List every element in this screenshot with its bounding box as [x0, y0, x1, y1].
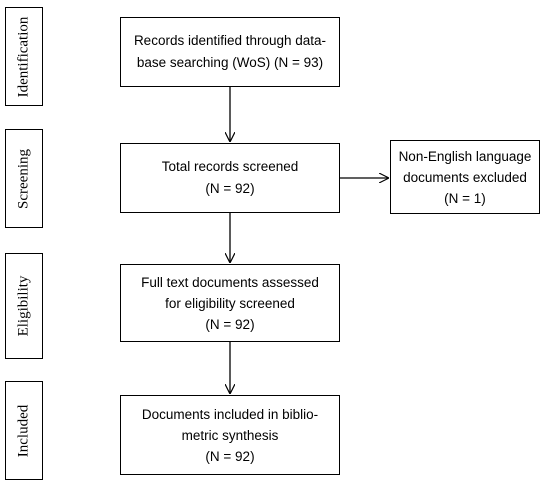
eligibility-line-1: Full text documents assessed: [141, 274, 319, 290]
records-screened-line-2: (N = 92): [205, 181, 255, 196]
stage-screening: Screening: [5, 129, 43, 228]
records-screened-line-1: Total records screened: [161, 159, 299, 174]
records-screened-box: Total records screened (N = 92): [120, 143, 340, 213]
included-line-2: metric synthesis: [181, 427, 279, 443]
included-line-3: (N = 92): [205, 448, 255, 464]
excluded-line-2: documents excluded: [403, 169, 527, 185]
eligibility-line-2: for eligibility screened: [165, 295, 295, 311]
included-line-1: Documents included in biblio-: [141, 406, 319, 422]
excluded-line-1: Non-English language: [398, 148, 532, 164]
records-identified-box: Records identified through data- base se…: [120, 17, 340, 87]
records-identified-line-2: base searching (WoS) (N = 93): [136, 55, 324, 70]
eligibility-box: Full text documents assessed for eligibi…: [120, 264, 340, 342]
stage-eligibility: Eligibility: [5, 253, 43, 359]
stage-included: Included: [5, 381, 43, 480]
stage-identification: Identification: [5, 7, 43, 106]
excluded-box: Non-English language documents excluded …: [390, 140, 540, 214]
records-identified-line-1: Records identified through data-: [133, 33, 327, 48]
excluded-line-3: (N = 1): [444, 190, 486, 206]
included-box: Documents included in biblio- metric syn…: [120, 395, 340, 475]
eligibility-line-3: (N = 92): [205, 316, 255, 332]
